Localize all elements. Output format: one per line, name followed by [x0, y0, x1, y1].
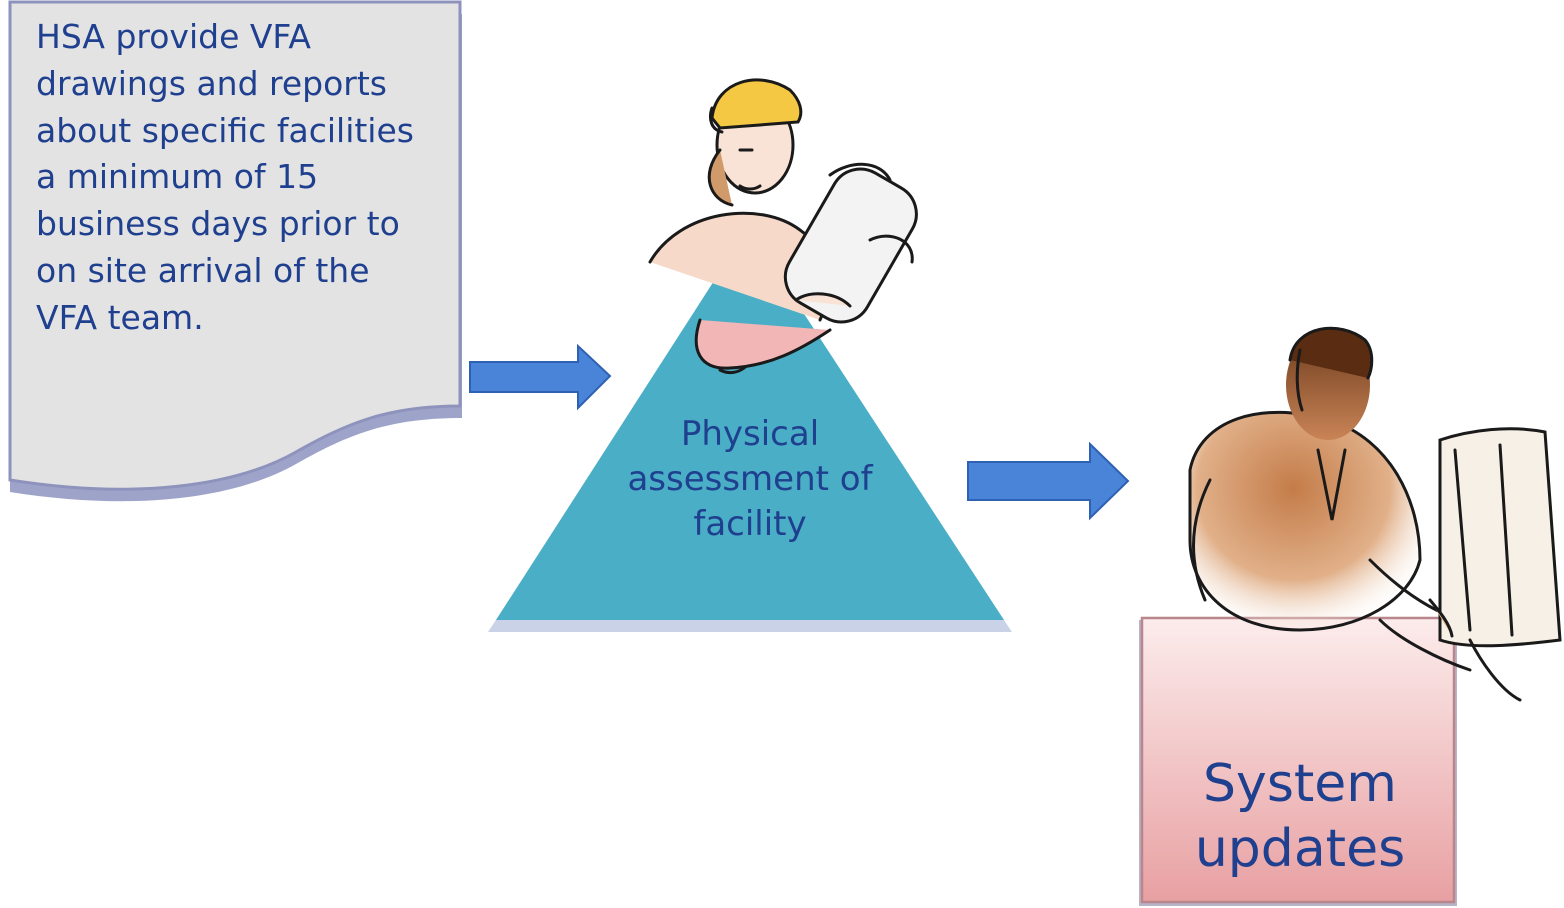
system-updates-label: System updates	[1194, 754, 1406, 879]
arrow-right-1-icon	[469, 343, 612, 411]
document-shape	[8, 0, 462, 502]
arrow-right-2-icon	[967, 441, 1130, 521]
system-update-box	[1139, 616, 1457, 906]
document-text: HSA provide VFA drawings and reports abo…	[36, 17, 414, 337]
triangle-shape	[488, 228, 1012, 632]
assessment-label: Physical assessment of facility	[627, 414, 873, 544]
computer-worker-illustration	[1188, 326, 1562, 702]
engineer-illustration	[648, 78, 918, 374]
